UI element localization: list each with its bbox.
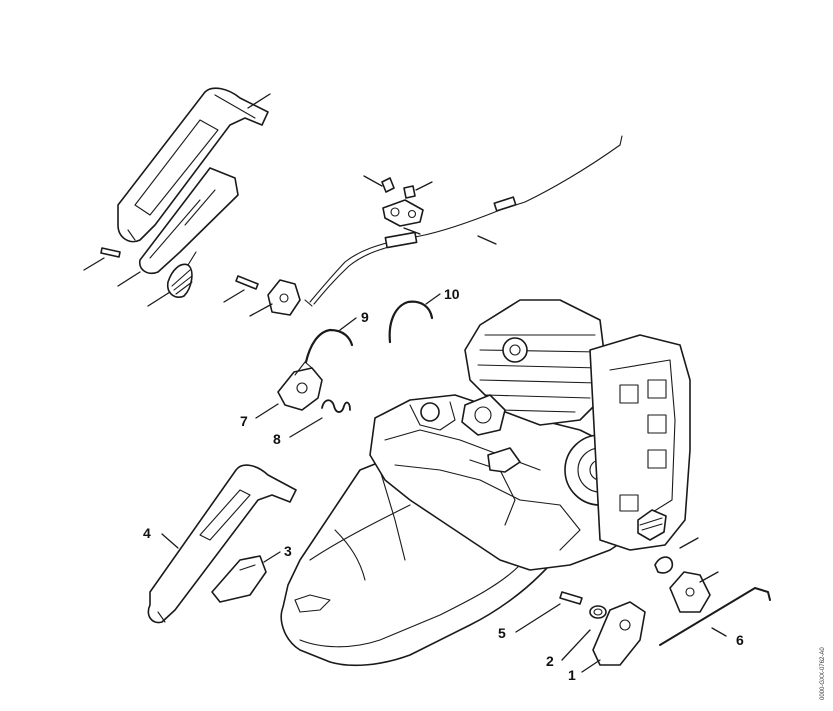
drawing-code: 0000-GXX-0762-A0 xyxy=(820,647,826,700)
wire-clip-9 xyxy=(304,328,354,364)
small-cube-right xyxy=(637,509,667,541)
callout-4: 4 xyxy=(143,525,151,541)
throttle-trigger-7 xyxy=(277,361,323,411)
callout-1: 1 xyxy=(568,667,576,683)
callouts: 1 2 3 4 5 6 7 8 9 10 xyxy=(143,286,744,683)
throttle-cable xyxy=(304,135,623,307)
callout-5: 5 xyxy=(498,625,506,641)
engine-housing xyxy=(280,299,691,667)
callout-9: 9 xyxy=(361,309,369,325)
part-2-ring xyxy=(589,605,607,619)
torsion-spring xyxy=(166,251,197,298)
handle-cover-upper xyxy=(117,87,269,243)
lever-3 xyxy=(211,555,267,603)
part-1-bracket xyxy=(592,601,646,666)
spring-8 xyxy=(321,399,351,413)
leader-lines xyxy=(83,93,727,673)
callout-10: 10 xyxy=(444,286,460,302)
callout-3: 3 xyxy=(284,543,292,559)
callout-7: 7 xyxy=(240,413,248,429)
rod-6 xyxy=(659,587,771,646)
small-spring-right xyxy=(654,556,674,574)
callout-6: 6 xyxy=(736,632,744,648)
part-5-pin xyxy=(559,591,583,605)
handle-insert xyxy=(138,167,239,275)
handle-cover-4 xyxy=(147,464,297,624)
wire-clip-10 xyxy=(388,300,434,344)
throttle-bracket xyxy=(267,279,301,316)
pins xyxy=(100,247,259,290)
bracket-and-screws xyxy=(381,177,424,227)
callout-2: 2 xyxy=(546,653,554,669)
right-bracket xyxy=(669,571,711,613)
callout-8: 8 xyxy=(273,431,281,447)
